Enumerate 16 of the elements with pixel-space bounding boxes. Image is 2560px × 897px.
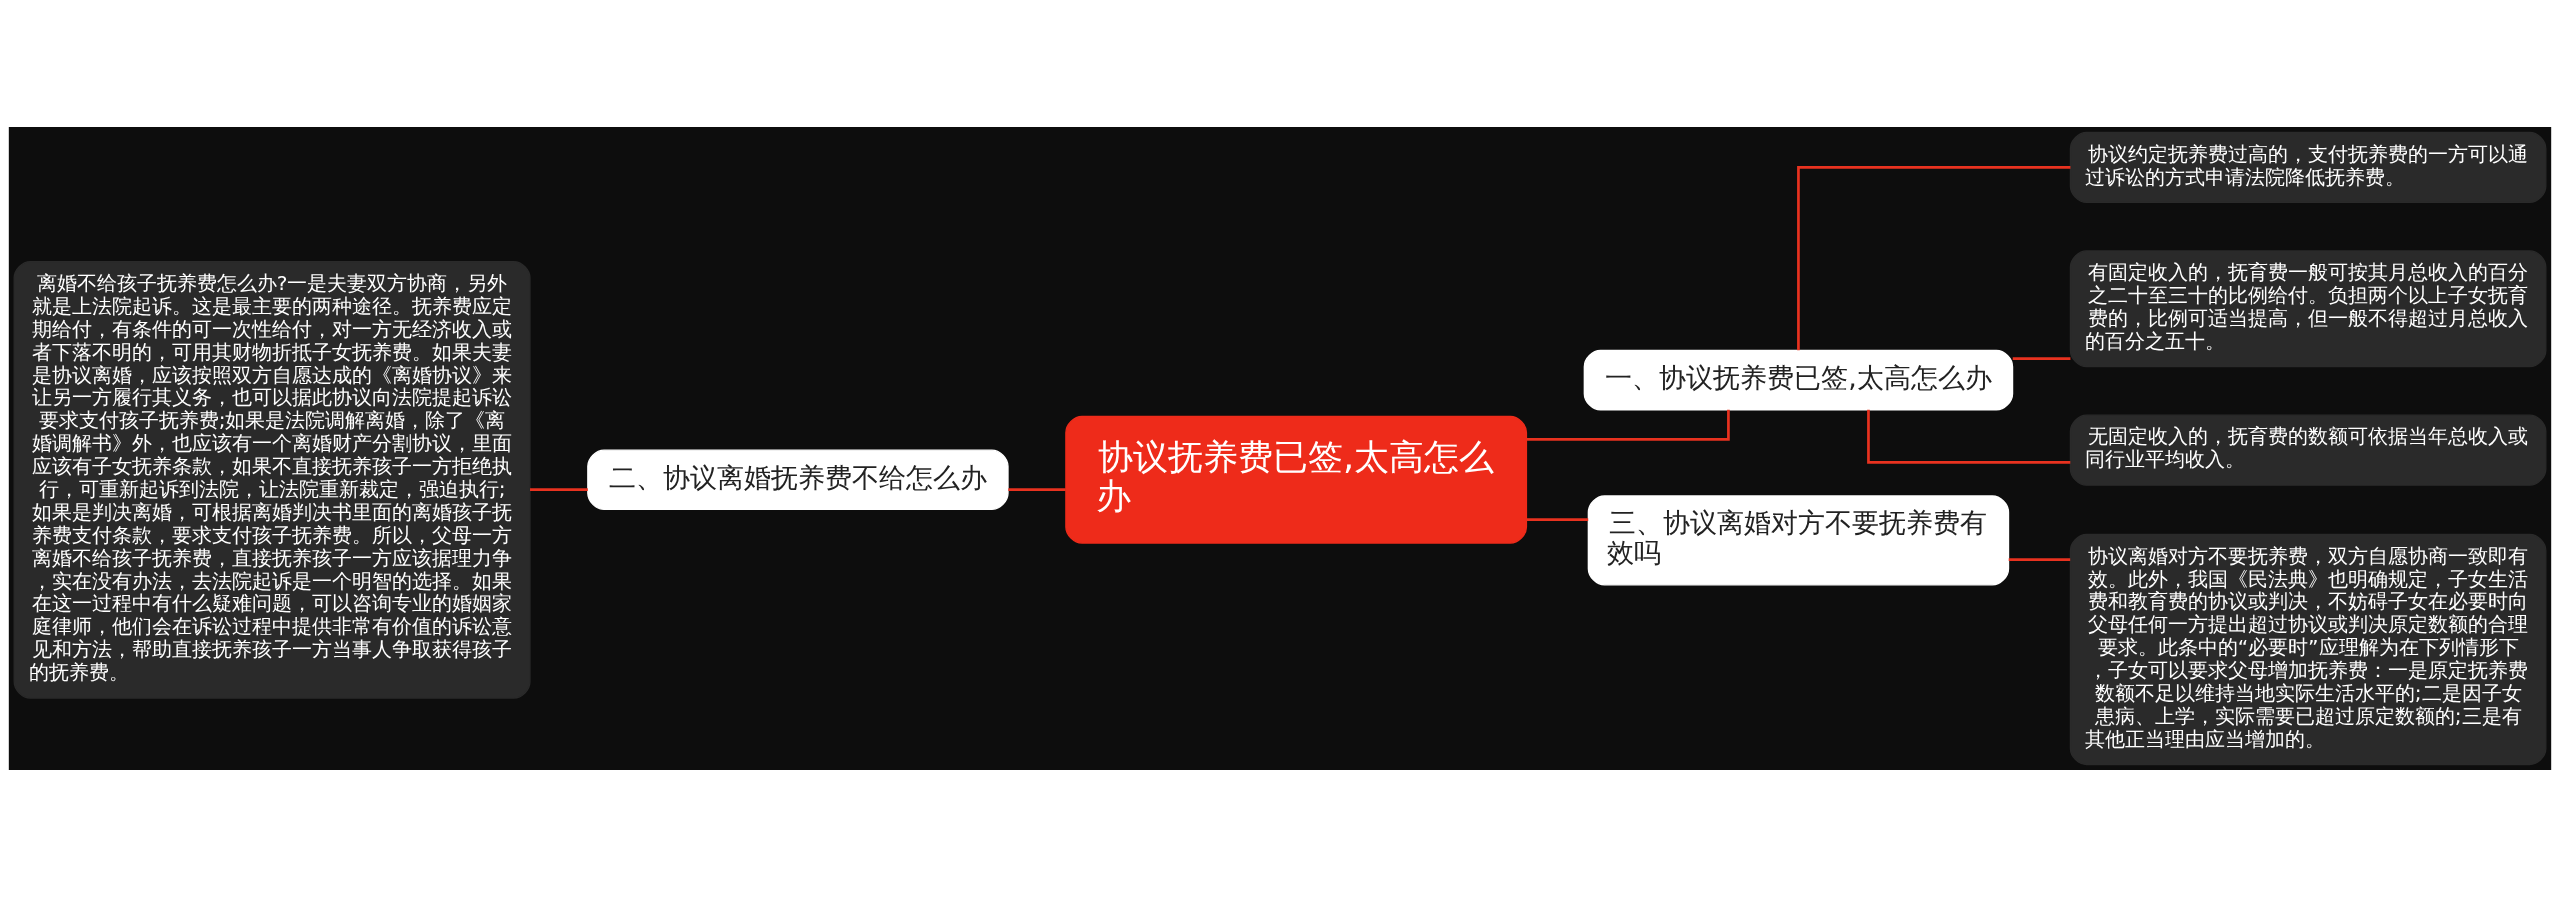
node-box: 协议抚养费已签,太高怎么办 — [1065, 415, 1528, 544]
connector — [530, 488, 588, 492]
node-box: 有固定收入的，抚育费一般可按其月总收入的百分之二十至三十的比例给付。负担两个以上子女抚育费的，比例可适当提高，但一般不得超过月总收入的百分之五十。 — [2069, 250, 2547, 368]
connector — [2008, 558, 2071, 561]
node-box: 协议约定抚养费过高的，支付抚养费的一方可以通过诉讼的方式申请法院降低抚养费。 — [2069, 131, 2547, 204]
node-box: 三、协议离婚对方不要抚养费有效吗 — [1587, 495, 2010, 586]
connector — [1008, 488, 1066, 492]
node-box: 无固定收入的，抚育费的数额可依据当年总收入或同行业平均收入。 — [2069, 414, 2547, 486]
node-box: 二、协议离婚抚养费不给怎么办 — [587, 449, 1009, 511]
connector — [1867, 409, 2071, 464]
node-box: 协议离婚对方不要抚养费，双方自愿协商一致即有效。此外，我国《民法典》也明确规定，子女生活费和教育费的协议或判决，不妨碍子女在必要时向父母任何一方提出超过协议或判决原定数额的合理要求。此条中的“必要时”应理解为在下列情形下，子女可以要求父母增加抚养费：一是原定抚养费数额不足以维持当地实际生活水平的;二是因子女患病、上学，实际需要已超过原定数额的;三是有其他正当理由应当增加的。 — [2069, 533, 2547, 766]
node-box: 离婚不给孩子抚养费怎么办?一是夫妻双方协商，另外就是上法院起诉。这是最主要的两种途径。抚养费应定期给付，有条件的可一次性给付，对一方无经济收入或者下落不明的，可用其财物折抵子女抚养费。如果夫妻是协议离婚，应该按照双方自愿达成的《离婚协议》来让另一方履行其义务，也可以据此协议向法院提起诉讼要求支付孩子抚养费;如果是法院调解离婚，除了《离婚调解书》外，也应该有一个离婚财产分割协议，里面应该有子女抚养条款，如果不直接抚养孩子一方拒绝执行，可重新起诉到法院，让法院重新裁定，强迫执行;如果是判决离婚，可根据离婚判决书里面的离婚孩子抚养费支付条款，要求支付孩子抚养费。所以，父母一方离婚不给孩子抚养费，直接抚养孩子一方应该据理力争，实在没有办法，去法院起诉是一个明智的选择。如果在这一过程中有什么疑难问题，可以咨询专业的婚姻家庭律师，他们会在诉讼过程中提供非常有价值的诉讼意见和方法，帮助直接抚养孩子一方当事人争取获得孩子的抚养费。 — [13, 261, 531, 699]
connector — [1797, 166, 2071, 351]
connector — [2012, 357, 2071, 360]
connector — [1526, 518, 1589, 521]
node-box: 一、协议抚养费已签,太高怎么办 — [1583, 349, 2014, 411]
